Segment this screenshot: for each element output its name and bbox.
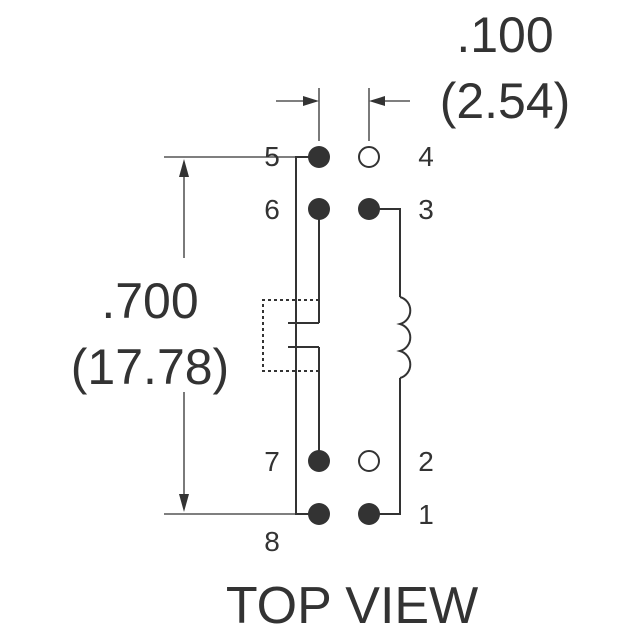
pin-7 bbox=[308, 450, 330, 472]
pin-label-8: 8 bbox=[264, 526, 280, 557]
pin-6 bbox=[308, 198, 330, 220]
pitch-arrow-left bbox=[303, 96, 319, 106]
pin-label-1: 1 bbox=[418, 499, 434, 530]
pin-3 bbox=[358, 198, 380, 220]
pin-labels: 5 4 6 3 7 2 8 1 bbox=[264, 141, 434, 557]
wire-pin3-to-inductor bbox=[369, 208, 401, 297]
span-arrow-top bbox=[179, 159, 189, 177]
pin-label-7: 7 bbox=[264, 446, 280, 477]
wiring bbox=[295, 156, 401, 515]
pin-1 bbox=[358, 503, 380, 525]
pin-2 bbox=[358, 450, 380, 472]
view-title: TOP VIEW bbox=[226, 577, 478, 635]
span-dimension: .700 (17.78) bbox=[71, 156, 296, 515]
pin-label-3: 3 bbox=[418, 194, 434, 225]
pitch-arrow-right bbox=[369, 96, 385, 106]
wire-pin5-to-pin8 bbox=[295, 156, 319, 515]
capacitor-dotted-outline bbox=[262, 299, 319, 372]
pin-label-5: 5 bbox=[264, 141, 280, 172]
pitch-dimension-mm: (2.54) bbox=[440, 73, 571, 129]
span-dimension-inch: .700 bbox=[101, 273, 198, 329]
pins bbox=[308, 146, 380, 525]
pin-label-4: 4 bbox=[418, 141, 434, 172]
inductor-coil bbox=[396, 296, 412, 379]
pin-4 bbox=[358, 146, 380, 168]
pin-8 bbox=[308, 503, 330, 525]
capacitor-symbol bbox=[262, 299, 319, 372]
pitch-dimension-inch: .100 bbox=[456, 7, 553, 63]
pitch-dimension: .100 (2.54) bbox=[276, 7, 570, 141]
wire-inductor-to-pin1 bbox=[369, 378, 401, 515]
pin-label-6: 6 bbox=[264, 194, 280, 225]
pin-5 bbox=[308, 146, 330, 168]
span-arrow-bottom bbox=[179, 494, 189, 512]
pin-label-2: 2 bbox=[418, 446, 434, 477]
span-dimension-mm: (17.78) bbox=[71, 339, 229, 395]
